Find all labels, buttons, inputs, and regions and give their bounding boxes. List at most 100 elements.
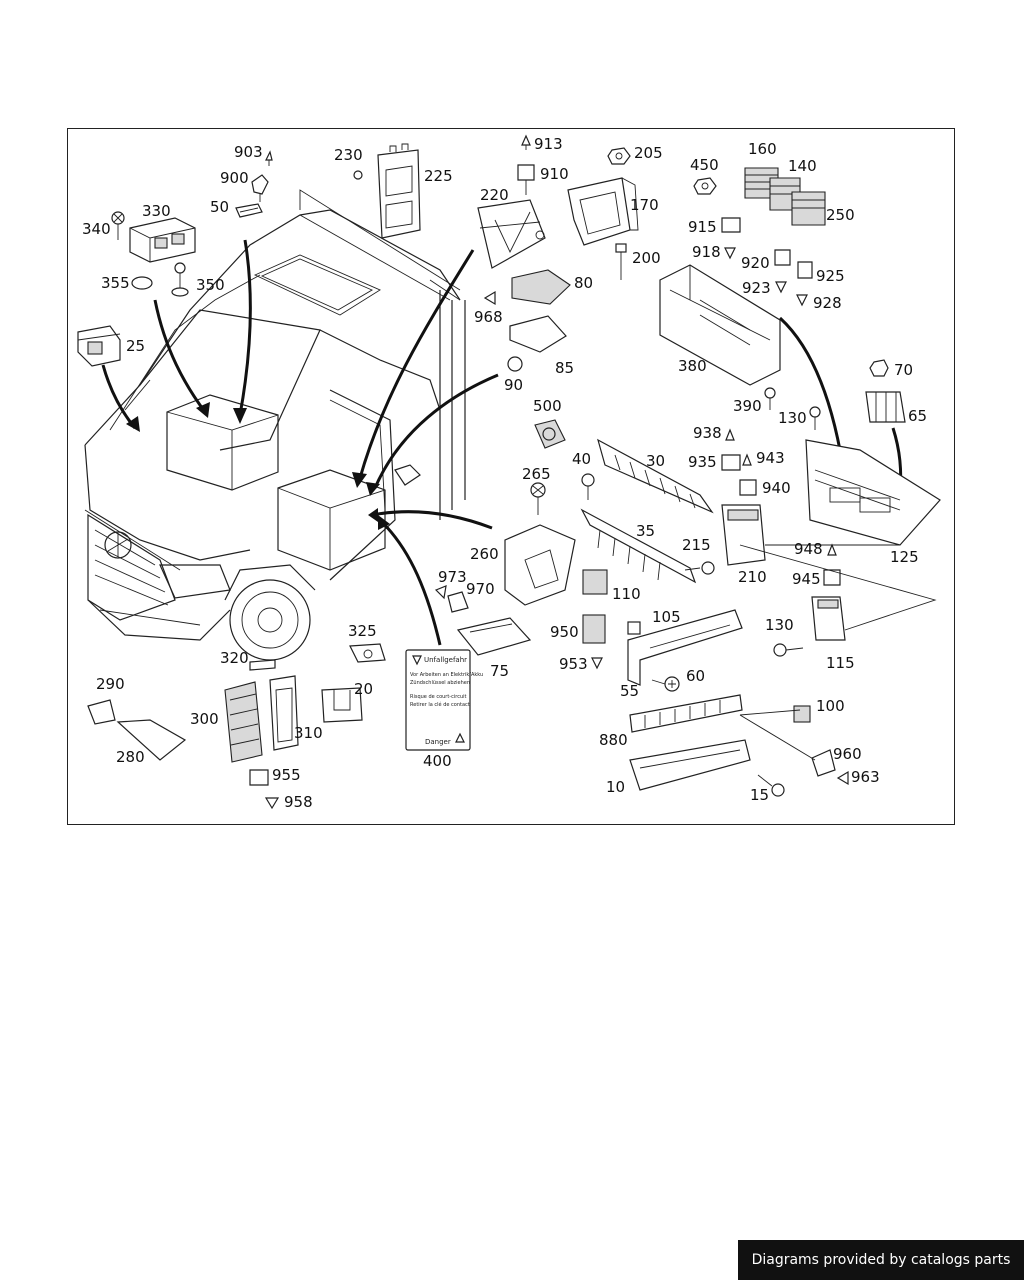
label-80: 80 xyxy=(574,274,593,292)
part-945 xyxy=(823,569,841,586)
label-20: 20 xyxy=(354,680,373,698)
label-205: 205 xyxy=(634,144,663,162)
label-968: 968 xyxy=(474,308,503,326)
label-943: 943 xyxy=(756,449,785,467)
label-340: 340 xyxy=(82,220,111,238)
assembly-arrows xyxy=(101,239,907,646)
label-290: 290 xyxy=(96,675,125,693)
warning-label-line4: Retirer la clé de contact xyxy=(410,701,470,708)
label-70: 70 xyxy=(894,361,913,379)
label-200: 200 xyxy=(632,249,661,267)
warning-label-text: Unfallgefahr Vor Arbeiten an Elektrik/Ak… xyxy=(410,656,483,746)
label-970: 970 xyxy=(466,580,495,598)
label-923: 923 xyxy=(742,279,771,297)
part-325 xyxy=(349,643,386,663)
part-10 xyxy=(629,739,751,791)
label-913: 913 xyxy=(534,135,563,153)
label-115: 115 xyxy=(826,654,855,672)
label-260: 260 xyxy=(470,545,499,563)
warning-label-line3: Risque de court-circuit xyxy=(410,694,467,700)
label-40: 40 xyxy=(572,450,591,468)
part-90 xyxy=(507,356,523,372)
label-390: 390 xyxy=(733,397,762,415)
battery-box-placeholder xyxy=(166,394,279,491)
label-945: 945 xyxy=(792,570,821,588)
label-210: 210 xyxy=(738,568,767,586)
label-110: 110 xyxy=(612,585,641,603)
label-10: 10 xyxy=(606,778,625,796)
label-215: 215 xyxy=(682,536,711,554)
part-130b xyxy=(773,643,804,657)
part-265 xyxy=(530,482,546,515)
part-950 xyxy=(582,614,606,644)
part-310 xyxy=(269,675,299,751)
part-280 xyxy=(116,719,187,761)
part-900 xyxy=(251,174,269,202)
label-170: 170 xyxy=(630,196,659,214)
part-380 xyxy=(659,264,781,386)
part-915 xyxy=(721,217,741,233)
part-943 xyxy=(742,453,752,466)
part-390 xyxy=(764,387,776,410)
part-880 xyxy=(629,694,743,733)
label-963: 963 xyxy=(851,768,880,786)
part-953 xyxy=(591,657,603,670)
label-65: 65 xyxy=(908,407,927,425)
part-110 xyxy=(582,569,608,595)
label-325: 325 xyxy=(348,622,377,640)
part-25 xyxy=(77,325,121,367)
label-903: 903 xyxy=(234,143,263,161)
part-225 xyxy=(377,143,421,239)
label-900: 900 xyxy=(220,169,249,187)
part-210 xyxy=(721,504,766,566)
part-30 xyxy=(597,438,714,514)
label-973: 973 xyxy=(438,568,467,586)
part-100 xyxy=(793,705,811,723)
part-920 xyxy=(774,249,791,266)
part-60 xyxy=(651,676,680,692)
part-300 xyxy=(224,681,263,763)
part-928 xyxy=(796,294,808,307)
label-50: 50 xyxy=(210,198,229,216)
part-labels: 903 900 50 230 225 913 910 220 205 170 4… xyxy=(82,135,927,811)
part-40 xyxy=(581,473,595,500)
label-300: 300 xyxy=(190,710,219,728)
label-225: 225 xyxy=(424,167,453,185)
part-215 xyxy=(684,561,715,575)
part-75 xyxy=(456,617,532,656)
label-920: 920 xyxy=(741,254,770,272)
label-500: 500 xyxy=(533,397,562,415)
vehicle-outline xyxy=(84,189,466,661)
label-320: 320 xyxy=(220,649,249,667)
part-903 xyxy=(265,150,273,166)
part-20 xyxy=(321,687,363,723)
label-935: 935 xyxy=(688,453,717,471)
warning-label-footer: Danger xyxy=(425,738,451,746)
label-915: 915 xyxy=(688,218,717,236)
part-130a xyxy=(809,406,821,430)
part-500 xyxy=(534,419,566,449)
part-260 xyxy=(504,524,576,606)
part-918 xyxy=(724,247,736,260)
part-925 xyxy=(797,261,813,279)
part-290 xyxy=(87,699,116,725)
part-450 xyxy=(693,177,717,195)
part-968 xyxy=(483,290,496,306)
label-105: 105 xyxy=(652,608,681,626)
label-160: 160 xyxy=(748,140,777,158)
label-380: 380 xyxy=(678,357,707,375)
label-140: 140 xyxy=(788,157,817,175)
part-55 xyxy=(627,609,743,686)
warning-label-title: Unfallgefahr xyxy=(424,656,467,664)
label-450: 450 xyxy=(690,156,719,174)
part-350 xyxy=(171,262,189,297)
part-938 xyxy=(725,428,735,441)
label-948: 948 xyxy=(794,540,823,558)
part-963 xyxy=(836,770,849,786)
label-250: 250 xyxy=(826,206,855,224)
warning-label-sticker xyxy=(405,649,471,751)
label-85: 85 xyxy=(555,359,574,377)
part-913 xyxy=(521,134,531,150)
part-948 xyxy=(827,543,837,556)
part-170 xyxy=(567,177,639,246)
